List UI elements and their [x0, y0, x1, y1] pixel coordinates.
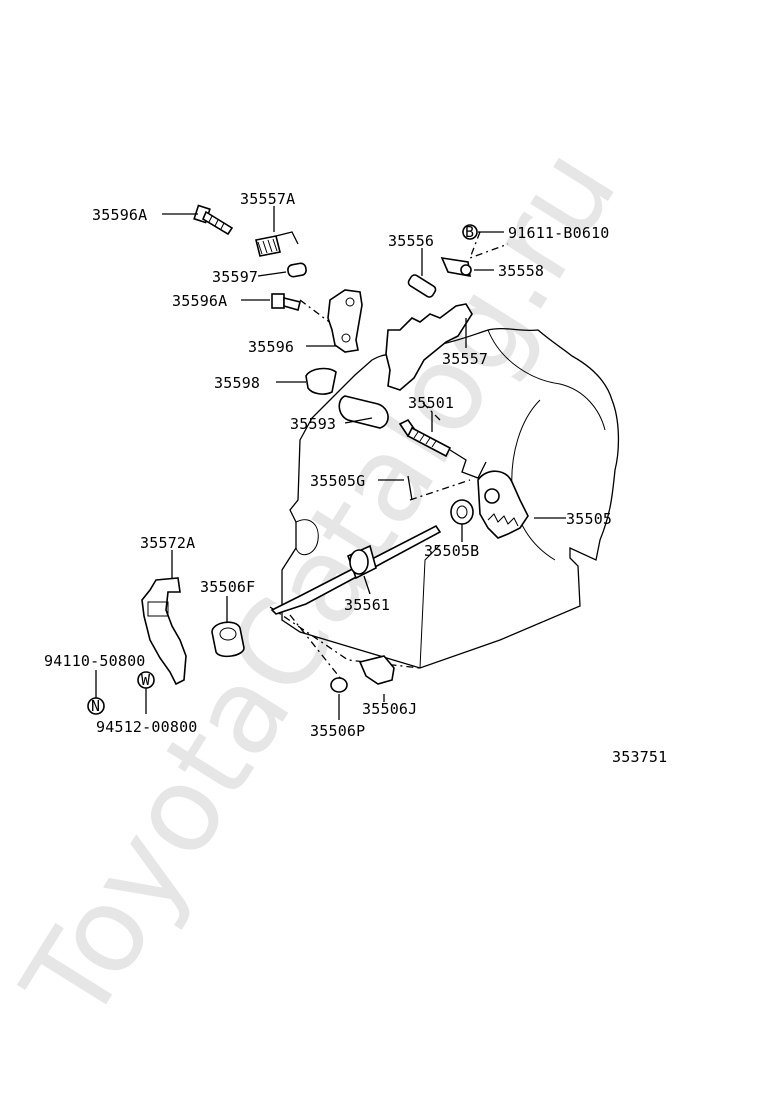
bolt-35596a-top — [193, 204, 234, 236]
marker-w-text: W — [141, 671, 151, 689]
bracket-35596 — [327, 289, 363, 353]
label-35597: 35597 — [212, 268, 258, 286]
bushing-35593 — [338, 395, 389, 429]
guide-35506j — [358, 655, 395, 685]
seal-35506f — [211, 621, 245, 658]
pin-35597 — [287, 262, 307, 278]
marker-n: N — [87, 697, 105, 715]
label-35596: 35596 — [248, 338, 294, 356]
label-35596a-mid: 35596A — [172, 292, 227, 310]
label-35558: 35558 — [498, 262, 544, 280]
label-35561: 35561 — [344, 596, 390, 614]
shaft-35561 — [270, 524, 442, 615]
label-91611-b0610: 91611-B0610 — [508, 224, 610, 242]
label-35506f: 35506F — [200, 578, 255, 596]
label-94110-50800: 94110-50800 — [44, 652, 146, 670]
clip-35598 — [305, 367, 337, 395]
sector-35505 — [477, 470, 529, 539]
marker-n-text: N — [91, 697, 100, 715]
label-leaders — [95, 206, 566, 720]
rod-35501 — [398, 418, 487, 479]
part-labels: 35596A 35557A 35597 35596A 35596 35598 3… — [44, 190, 667, 766]
bolt-35596a-mid — [271, 293, 301, 311]
part-shapes — [141, 204, 529, 693]
bracket-35572a — [141, 577, 187, 686]
oring-35506p — [330, 677, 348, 693]
label-35593: 35593 — [290, 415, 336, 433]
label-35505g: 35505G — [310, 472, 365, 490]
pin-35505g — [407, 475, 413, 501]
label-35506j: 35506J — [362, 700, 417, 718]
label-35598: 35598 — [214, 374, 260, 392]
label-35557: 35557 — [442, 350, 488, 368]
bush-35505b — [450, 499, 474, 525]
label-35556: 35556 — [388, 232, 434, 250]
label-94512-00800: 94512-00800 — [96, 718, 198, 736]
pin-35556 — [407, 274, 437, 298]
diagram-code: 353751 — [612, 748, 667, 766]
marker-b-text: B — [465, 223, 474, 241]
label-35505b: 35505B — [424, 542, 479, 560]
label-35596a-top: 35596A — [92, 206, 147, 224]
label-35572a: 35572A — [140, 534, 195, 552]
label-35506p: 35506P — [310, 722, 365, 740]
label-35505: 35505 — [566, 510, 612, 528]
spring-35557a — [255, 231, 299, 257]
marker-b: B — [462, 223, 478, 241]
leader-lines — [269, 231, 509, 685]
lever-35557 — [385, 303, 473, 391]
label-35501: 35501 — [408, 394, 454, 412]
label-35557a: 35557A — [240, 190, 295, 208]
marker-w: W — [137, 671, 155, 689]
